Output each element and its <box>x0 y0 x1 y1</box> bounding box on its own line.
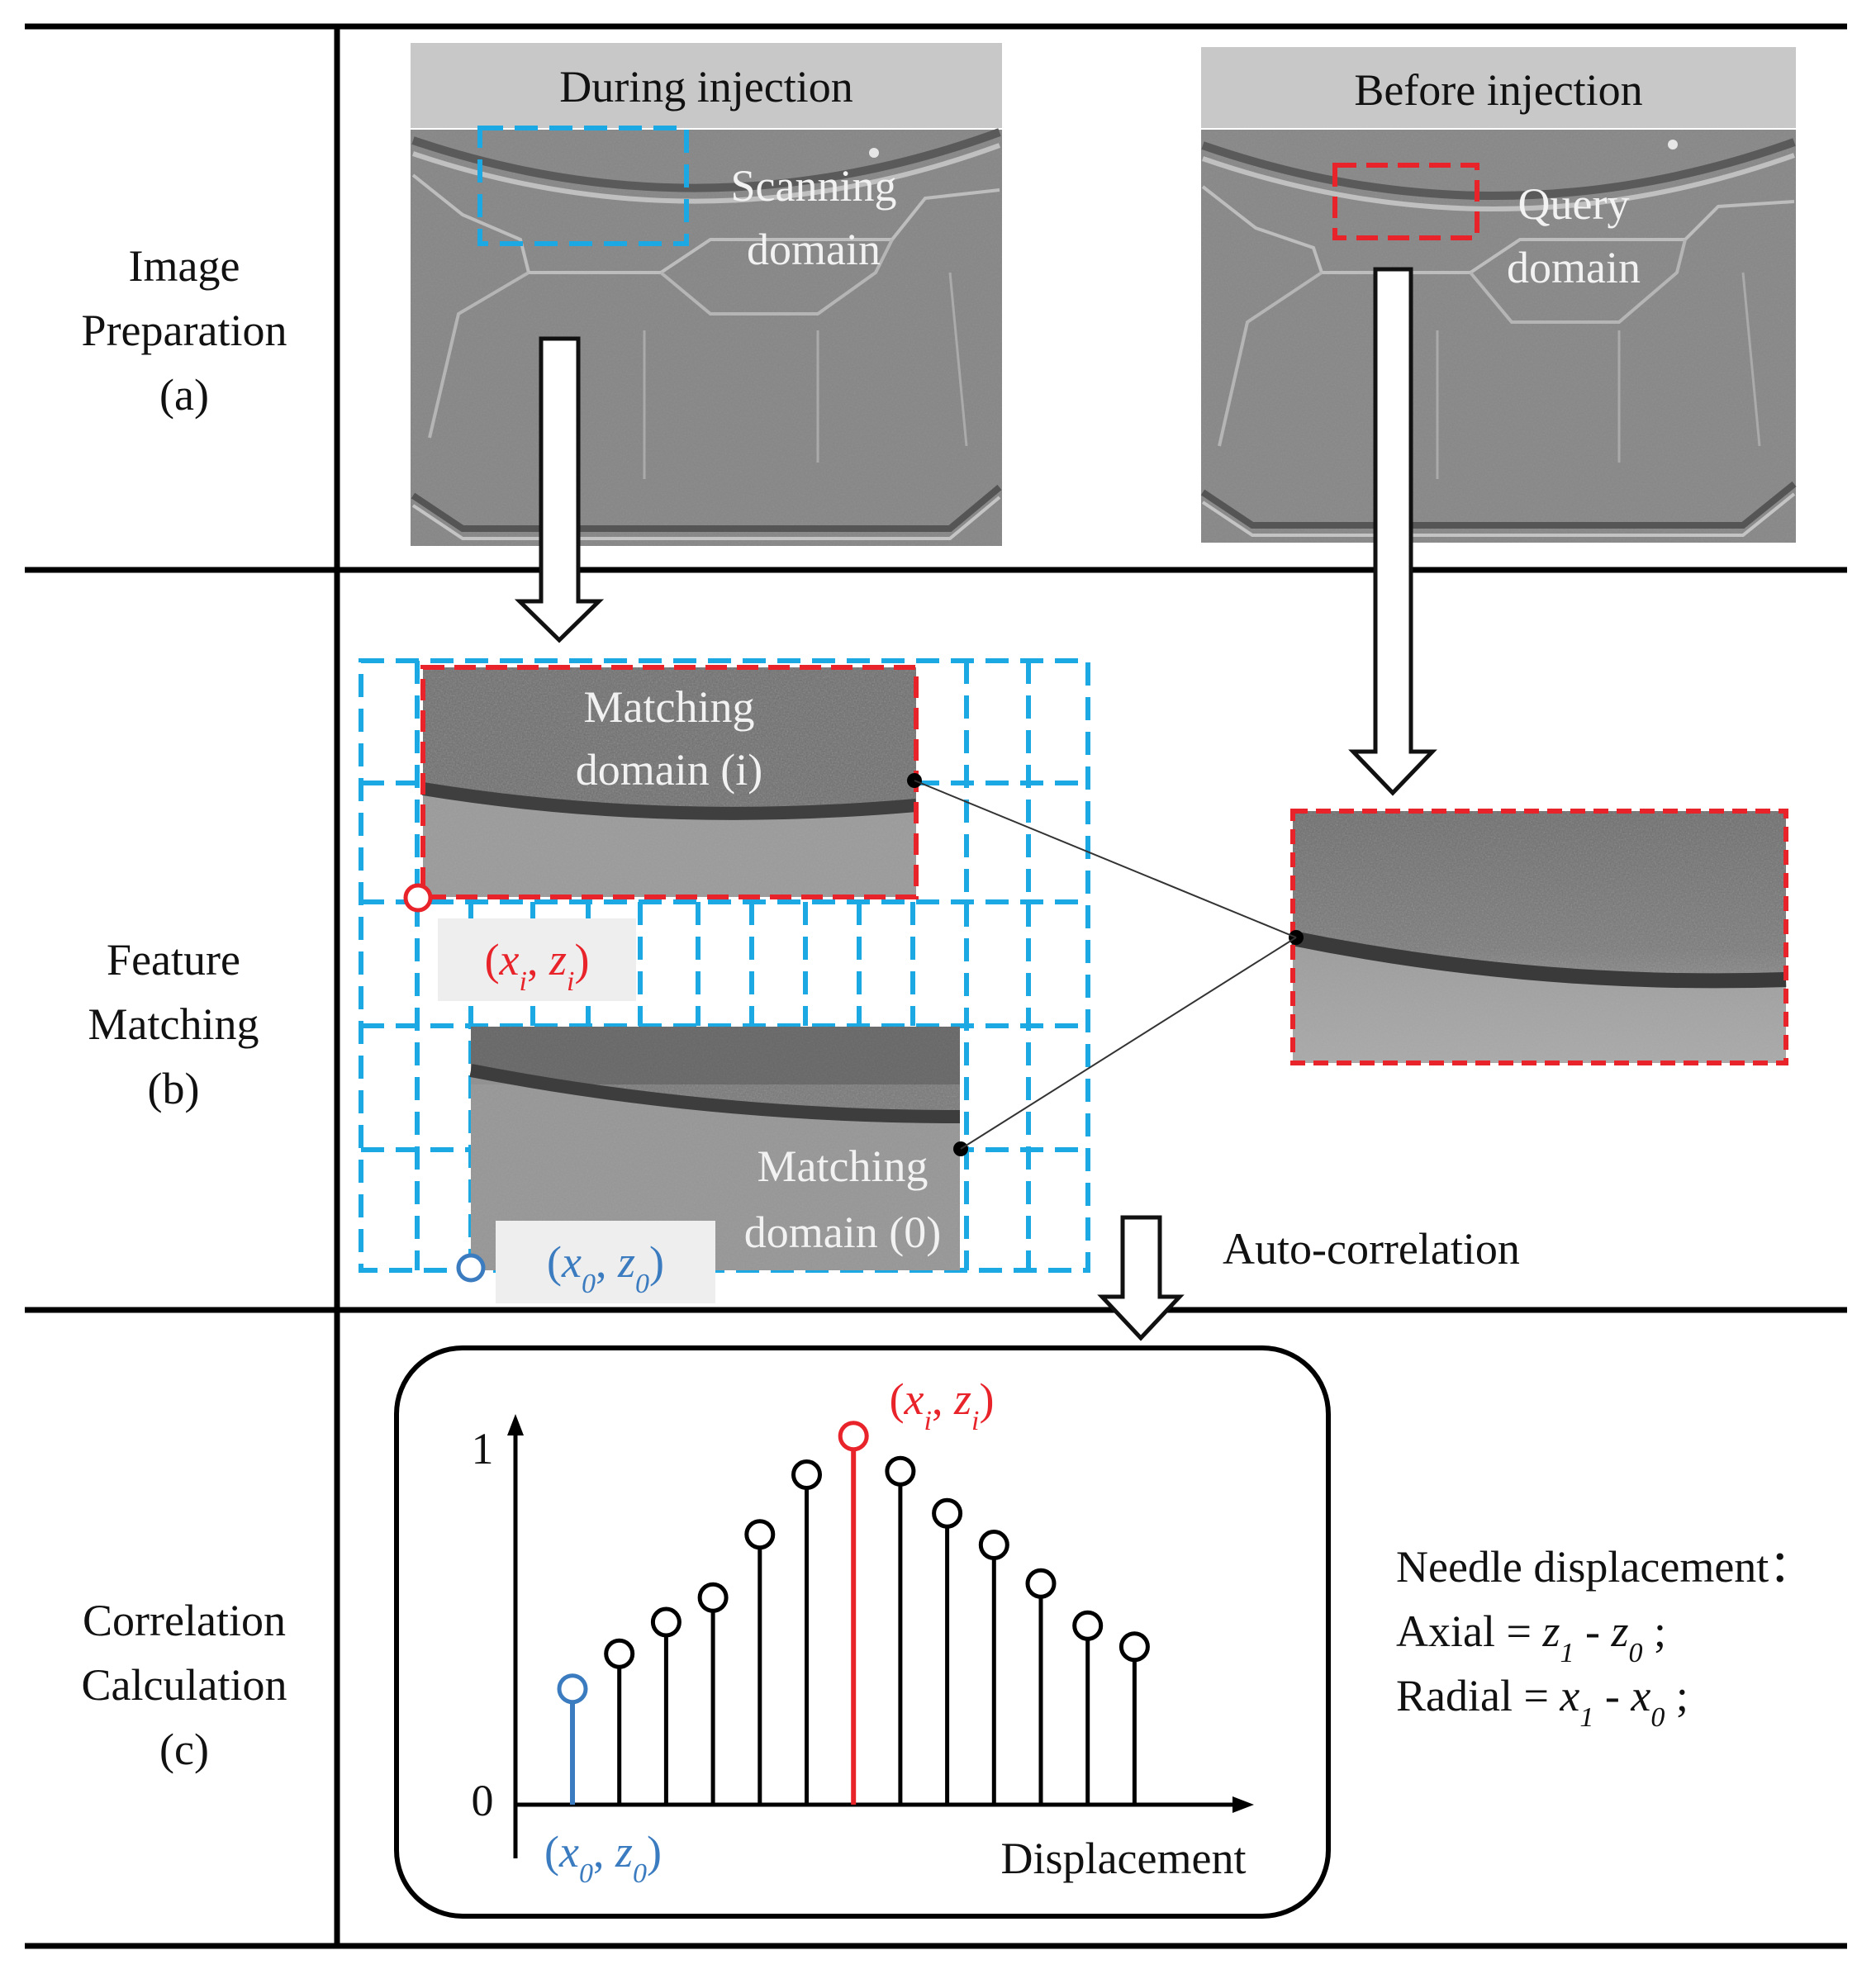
stem-marker-12 <box>1118 1631 1150 1663</box>
stem-marker-5 <box>791 1459 822 1490</box>
stem-marker-10 <box>1025 1568 1057 1599</box>
stem-marker-7 <box>885 1455 916 1487</box>
stem-marker-3 <box>697 1582 729 1613</box>
stem-marker-9 <box>978 1530 1009 1560</box>
arrow-auto-correlation <box>1097 1215 1185 1341</box>
matching-domain-0-corner-marker <box>456 1253 486 1283</box>
stem-marker-6 <box>838 1421 869 1452</box>
svg-text:Correlation: Correlation <box>83 1596 286 1645</box>
needle-radial-formula: Radial = x1 - x0 ; <box>1396 1671 1688 1733</box>
svg-text:(b): (b) <box>148 1064 200 1113</box>
stem-marker-1 <box>604 1638 635 1669</box>
before-injection-image <box>1200 130 1797 543</box>
needle-axial-formula: Axial = z1 - z0 ; <box>1396 1606 1666 1668</box>
before-injection-title-bar <box>1201 47 1796 128</box>
svg-text:Preparation: Preparation <box>82 306 287 355</box>
query-domain-label-line1: Query <box>1518 179 1630 229</box>
during-injection-title: During injection <box>559 62 853 112</box>
row-label-a: Image Preparation (a) <box>82 241 287 420</box>
arrow-query-to-zoom <box>1348 267 1437 796</box>
arrow-during-to-matching <box>514 336 605 643</box>
stem-marker-11 <box>1072 1610 1104 1641</box>
correspondence-line-0 <box>960 937 1297 1150</box>
chart-y-tick-0: 0 <box>472 1776 494 1825</box>
during-injection-image <box>411 128 1002 546</box>
table-grid <box>25 23 1847 1949</box>
stem-marker-8 <box>932 1497 963 1529</box>
matching-domain-i-corner-marker <box>403 883 433 913</box>
svg-text:Feature: Feature <box>107 935 240 985</box>
svg-text:Matching: Matching <box>88 999 259 1049</box>
during-injection-title-bar <box>411 43 1002 128</box>
chart-x-label: Displacement <box>1001 1834 1247 1883</box>
matching-domain-0-label-line2: domain (0) <box>744 1208 941 1257</box>
query-domain-zoom-image <box>1291 811 1787 1063</box>
stem-marker-4 <box>744 1519 776 1550</box>
query-domain-box <box>1332 163 1479 240</box>
chart-x-axis-arrowhead <box>1232 1796 1254 1813</box>
before-injection-title: Before injection <box>1354 65 1642 115</box>
svg-text:Calculation: Calculation <box>82 1660 287 1710</box>
chart-origin-label: (x0, z0) <box>544 1827 662 1889</box>
matching-domain-0-label-line1: Matching <box>758 1141 929 1191</box>
correlation-chart-frame <box>394 1345 1331 1919</box>
svg-text:(c): (c) <box>159 1725 209 1774</box>
stem-marker-2 <box>650 1606 682 1638</box>
query-domain-label-line2: domain <box>1507 243 1641 292</box>
chart-peak-label: (xi, zi) <box>890 1374 995 1436</box>
needle-displacement-title: Needle displacement： <box>1396 1542 1813 1592</box>
matching-domain-i-image <box>421 667 917 897</box>
correspondence-line-i <box>914 780 1297 938</box>
scanning-domain-label-line2: domain <box>747 225 881 274</box>
chart-y-axis-arrowhead <box>507 1414 524 1435</box>
svg-text:Image: Image <box>129 241 240 291</box>
auto-correlation-label: Auto-correlation <box>1223 1224 1520 1274</box>
correlation-stem-chart: 1 0 Displacement <box>472 1414 1254 1883</box>
svg-text:(a): (a) <box>159 370 209 420</box>
coord-0-box <box>496 1221 715 1303</box>
matching-domain-i-label-line1: Matching <box>584 682 755 732</box>
scanning-domain-label-line1: Scanning <box>731 161 897 211</box>
scanning-domain-box <box>477 126 689 246</box>
coord-i-box <box>438 918 636 1001</box>
chart-y-tick-1: 1 <box>472 1424 494 1473</box>
stem-marker-0 <box>557 1673 588 1705</box>
row-label-b: Feature Matching (b) <box>88 935 259 1113</box>
row-label-c: Correlation Calculation (c) <box>82 1596 287 1774</box>
matching-domain-i-label-line2: domain (i) <box>576 745 762 795</box>
